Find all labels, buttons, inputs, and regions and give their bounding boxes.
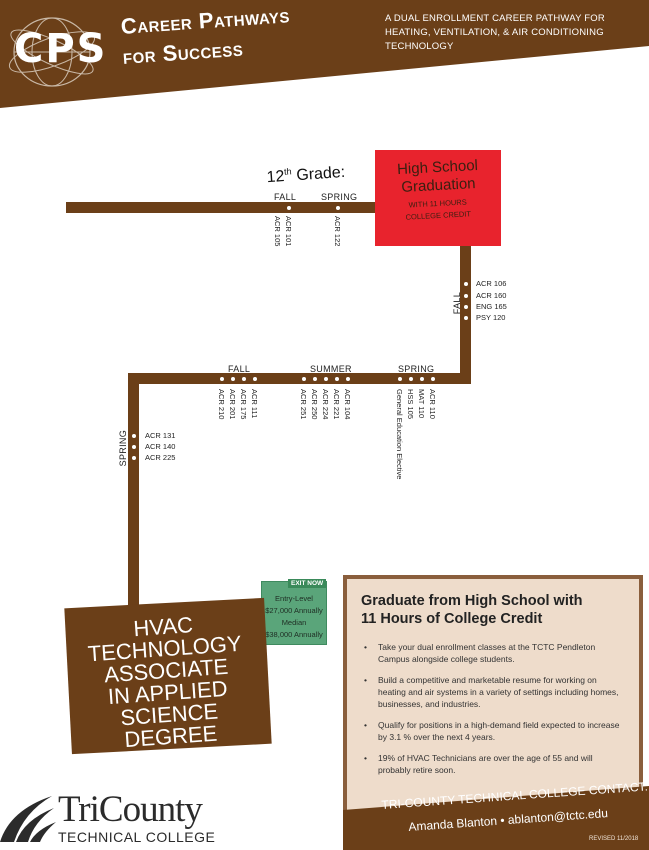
fall-vertical-course-2: ACR 160 bbox=[476, 291, 507, 300]
exit-line4: $38,000 Annually bbox=[265, 630, 323, 639]
row2-fall-course-1: ACR 111 bbox=[250, 389, 259, 419]
row2-summer-course-2: ACR 221 bbox=[332, 389, 341, 420]
row2-fall-dot-1 bbox=[220, 377, 224, 381]
exit-now-tag: EXIT NOW bbox=[288, 579, 327, 588]
fall-vertical-label: FALL bbox=[452, 292, 462, 315]
row2-spring-dot-1 bbox=[398, 377, 402, 381]
fall-vertical-dot-4 bbox=[464, 316, 468, 320]
college-subtitle: TECHNICAL COLLEGE bbox=[58, 829, 216, 845]
spring-vertical-course-3: ACR 225 bbox=[145, 453, 176, 462]
row1-fall-course-2: ACR 105 bbox=[273, 216, 282, 247]
revised-date: REVISED 11/2018 bbox=[589, 836, 639, 842]
fall-vertical-dot-3 bbox=[464, 305, 468, 309]
row1-fall-label: FALL bbox=[274, 192, 297, 202]
info-bullet: Take your dual enrollment classes at the… bbox=[364, 641, 626, 665]
row2-summer-dot-3 bbox=[324, 377, 328, 381]
fall-vertical-course-1: ACR 106 bbox=[476, 279, 507, 288]
spring-vertical-dot-1 bbox=[132, 434, 136, 438]
exit-line2: $27,000 Annually bbox=[265, 606, 323, 615]
info-bullet: Build a competitive and marketable resum… bbox=[364, 674, 626, 710]
grade-number: 12 bbox=[266, 168, 286, 187]
row2-spring-course-3: HSS 105 bbox=[406, 389, 415, 420]
spring-vertical-dot-3 bbox=[132, 456, 136, 460]
row2-summer-dot-4 bbox=[335, 377, 339, 381]
row2-fall-course-2: ACR 175 bbox=[239, 389, 248, 420]
spring-vertical-label: SPRING bbox=[118, 430, 128, 467]
row2-fall-course-4: ACR 210 bbox=[217, 389, 226, 420]
row1-spring-label: SPRING bbox=[321, 192, 358, 202]
info-heading: Graduate from High School with 11 Hours … bbox=[361, 592, 631, 628]
row2-fall-course-3: ACR 201 bbox=[228, 389, 237, 420]
graduation-box: High School Graduation WITH 11 HOURS COL… bbox=[375, 150, 501, 246]
spring-vertical-course-2: ACR 140 bbox=[145, 442, 176, 451]
row1-spring-dot bbox=[336, 206, 340, 210]
row2-summer-course-3: ACR 224 bbox=[321, 389, 330, 420]
fall-vertical-course-3: ENG 165 bbox=[476, 302, 507, 311]
row2-summer-label: SUMMER bbox=[310, 364, 352, 374]
exit-line3: Median bbox=[281, 618, 307, 627]
row1-spring-course-1: ACR 122 bbox=[333, 216, 342, 247]
row2-spring-course-4: General Education Elective bbox=[395, 389, 404, 480]
row1-fall-course-1: ACR 101 bbox=[284, 216, 293, 247]
spring-vertical-dot-2 bbox=[132, 445, 136, 449]
row2-spring-dot-4 bbox=[431, 377, 435, 381]
row2-spring-course-2: MAT 110 bbox=[417, 389, 426, 419]
info-heading-line1: Graduate from High School with bbox=[361, 593, 583, 609]
info-heading-line2: 11 Hours of College Credit bbox=[361, 611, 543, 627]
grade-suffix: th bbox=[283, 166, 292, 177]
row2-spring-dot-3 bbox=[420, 377, 424, 381]
fall-vertical-dot-1 bbox=[464, 282, 468, 286]
cps-logo-text: CPS bbox=[14, 26, 108, 72]
college-swoosh-icon bbox=[0, 796, 56, 842]
fall-vertical-dot-2 bbox=[464, 294, 468, 298]
contact-band bbox=[343, 786, 649, 850]
row1-fall-dot bbox=[287, 206, 291, 210]
page-subtitle: A DUAL ENROLLMENT CAREER PATHWAY FOR HEA… bbox=[385, 13, 605, 52]
row2-summer-dot-1 bbox=[302, 377, 306, 381]
info-bullet: 19% of HVAC Technicians are over the age… bbox=[364, 752, 626, 776]
row2-summer-dot-2 bbox=[313, 377, 317, 381]
college-name: TriCounty bbox=[58, 789, 203, 830]
info-bullet-list: Take your dual enrollment classes at the… bbox=[364, 641, 626, 785]
degree-text: HVAC TECHNOLOGY ASSOCIATE IN APPLIED SCI… bbox=[68, 610, 267, 755]
row2-summer-course-5: ACR 251 bbox=[299, 389, 308, 420]
row2-fall-dot-4 bbox=[253, 377, 257, 381]
row2-fall-dot-2 bbox=[231, 377, 235, 381]
header-band bbox=[0, 0, 649, 108]
exit-line1: Entry-Level bbox=[275, 594, 313, 603]
row2-spring-dot-2 bbox=[409, 377, 413, 381]
row2-summer-dot-5 bbox=[346, 377, 350, 381]
grade-text: Grade: bbox=[295, 163, 346, 185]
spring-vertical-course-1: ACR 131 bbox=[145, 431, 176, 440]
row2-fall-label: FALL bbox=[228, 364, 251, 374]
fall-vertical-course-4: PSY 120 bbox=[476, 313, 506, 322]
row2-spring-label: SPRING bbox=[398, 364, 435, 374]
row2-fall-dot-3 bbox=[242, 377, 246, 381]
globe-icon bbox=[8, 17, 96, 87]
exit-now-box: Entry-Level $27,000 Annually Median $38,… bbox=[261, 581, 327, 645]
info-bullet: Qualify for positions in a high-demand f… bbox=[364, 719, 626, 743]
row2-spring-course-1: ACR 110 bbox=[428, 389, 437, 419]
row2-summer-course-1: ACR 104 bbox=[343, 389, 352, 420]
row2-summer-course-4: ACR 250 bbox=[310, 389, 319, 420]
